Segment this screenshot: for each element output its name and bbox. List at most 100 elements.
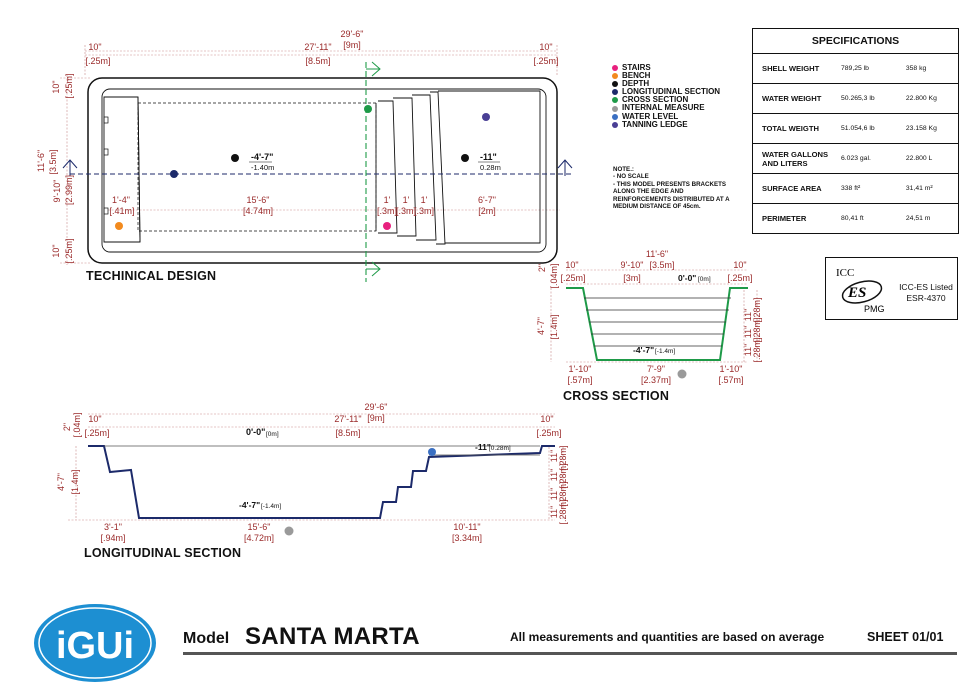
bench-dot-icon xyxy=(612,73,618,80)
svg-text:15'-6": 15'-6" xyxy=(247,195,270,205)
bench-marker xyxy=(115,222,123,230)
sheet-number: SHEET 01/01 xyxy=(867,630,944,644)
svg-text:[3.5m]: [3.5m] xyxy=(48,149,58,174)
svg-text:15'-6": 15'-6" xyxy=(248,522,271,532)
svg-text:4'-7": 4'-7" xyxy=(56,473,66,491)
legend-item-depth: DEPTH xyxy=(612,80,720,88)
svg-text:[9m]: [9m] xyxy=(343,40,361,50)
dim-total: 29'-6" xyxy=(341,29,364,39)
svg-text:11": 11" xyxy=(549,506,559,519)
svg-text:[0m]: [0m] xyxy=(698,276,711,283)
svg-text:2": 2" xyxy=(62,423,72,431)
svg-text:-11": -11" xyxy=(480,152,497,162)
stairs-dot-icon xyxy=(612,65,618,72)
svg-text:10": 10" xyxy=(88,42,101,52)
svg-text:10": 10" xyxy=(51,244,61,257)
svg-text:[9m]: [9m] xyxy=(367,413,385,423)
ledge-marker xyxy=(482,113,490,121)
svg-text:-4'-7": -4'-7" xyxy=(251,152,273,162)
svg-text:1'-4": 1'-4" xyxy=(112,195,130,205)
svg-text:[.94m]: [.94m] xyxy=(100,533,125,543)
depth-marker-shallow xyxy=(461,154,469,162)
svg-text:10": 10" xyxy=(540,414,553,424)
svg-text:[.25m]: [.25m] xyxy=(64,73,74,98)
model-name: SANTA MARTA xyxy=(245,623,420,650)
top-view: 29'-6" [9m] 10" [.25m] 27'-11" [8.5m] 10… xyxy=(36,29,573,283)
svg-text:0.28m: 0.28m xyxy=(480,163,501,172)
svg-text:1': 1' xyxy=(421,195,428,205)
svg-text:[.28m]: [.28m] xyxy=(752,317,762,342)
note: NOTE.: - NO SCALE - THIS MODEL PRESENTS … xyxy=(613,166,730,211)
svg-text:1': 1' xyxy=(403,195,410,205)
stairs-marker xyxy=(383,222,391,230)
legend-item-internal: INTERNAL MEASURE xyxy=(612,104,720,112)
svg-text:[.3m]: [.3m] xyxy=(377,206,397,216)
svg-text:iGUi: iGUi xyxy=(56,625,134,667)
svg-text:7'-9": 7'-9" xyxy=(647,364,665,374)
svg-text:[.25m]: [.25m] xyxy=(533,56,558,66)
legend: STAIRS BENCH DEPTH LONGITUDINAL SECTION … xyxy=(612,63,720,129)
legend-item-bench: BENCH xyxy=(612,71,720,80)
longitudinal-marker xyxy=(170,170,178,178)
svg-text:[.3m]: [.3m] xyxy=(396,206,416,216)
svg-text:[0m]: [0m] xyxy=(266,431,279,438)
design-title: TECHINICAL DESIGN xyxy=(86,269,216,283)
svg-text:[.28m]: [.28m] xyxy=(558,499,568,524)
svg-text:29'-6": 29'-6" xyxy=(365,402,388,412)
svg-text:10": 10" xyxy=(733,260,746,270)
depth-dot-icon xyxy=(612,81,618,88)
svg-text:-4'-7": -4'-7" xyxy=(633,345,654,355)
svg-text:[.25m]: [.25m] xyxy=(85,56,110,66)
svg-text:11": 11" xyxy=(743,344,753,357)
svg-text:[.25m]: [.25m] xyxy=(560,273,585,283)
average-note: All measurements and quantities are base… xyxy=(510,630,825,644)
svg-text:[1.4m]: [1.4m] xyxy=(70,469,80,494)
cross-title: CROSS SECTION xyxy=(563,389,669,403)
icc-es-badge: ICC ES PMG ICC-ES Listed ESR-4370 xyxy=(825,257,958,320)
svg-text:11": 11" xyxy=(743,309,753,322)
svg-text:[.28m]: [.28m] xyxy=(752,297,762,322)
svg-text:27'-11": 27'-11" xyxy=(304,42,331,52)
svg-text:[3m]: [3m] xyxy=(623,273,641,283)
longitudinal-section: 29'-6" [9m] 10" [.25m] 27'-11" [8.5m] 10… xyxy=(56,402,568,560)
longitudinal-dot-icon xyxy=(612,89,618,96)
svg-text:ES: ES xyxy=(847,285,866,301)
svg-text:[4.72m]: [4.72m] xyxy=(244,533,274,543)
internal-dot-icon xyxy=(612,105,618,112)
svg-text:[.25m]: [.25m] xyxy=(84,428,109,438)
model-label: Model xyxy=(183,630,230,647)
svg-text:[.04m]: [.04m] xyxy=(549,263,559,288)
svg-text:0'-0": 0'-0" xyxy=(246,427,265,437)
svg-text:[.25m]: [.25m] xyxy=(536,428,561,438)
svg-text:10'-11": 10'-11" xyxy=(453,522,480,532)
svg-text:-11": -11" xyxy=(475,442,491,452)
svg-text:[.28m]: [.28m] xyxy=(558,481,568,506)
water-level-marker xyxy=(428,448,436,456)
svg-text:0'-0": 0'-0" xyxy=(678,273,696,283)
legend-item-water: WATER LEVEL xyxy=(612,112,720,121)
svg-text:[.41m]: [.41m] xyxy=(109,206,134,216)
igui-logo: iGUi xyxy=(34,604,156,682)
svg-text:[.3m]: [.3m] xyxy=(414,206,434,216)
legend-item-ledge: TANNING LEDGE xyxy=(612,120,720,129)
svg-text:[.57m]: [.57m] xyxy=(567,375,592,385)
svg-text:11": 11" xyxy=(549,469,559,482)
svg-text:11": 11" xyxy=(549,488,559,501)
svg-text:11'-6": 11'-6" xyxy=(36,150,46,172)
svg-text:3'-1": 3'-1" xyxy=(104,522,122,532)
cross-marker xyxy=(364,105,372,113)
svg-text:9'-10": 9'-10" xyxy=(52,180,62,203)
svg-text:[.25m]: [.25m] xyxy=(64,238,74,263)
svg-text:[2.99m]: [2.99m] xyxy=(64,175,74,205)
water-dot-icon xyxy=(612,113,618,120)
depth-marker-deep xyxy=(231,154,239,162)
svg-text:[3.5m]: [3.5m] xyxy=(649,260,674,270)
svg-text:6'-7": 6'-7" xyxy=(478,195,496,205)
svg-text:11'-6": 11'-6" xyxy=(646,249,668,259)
svg-text:9'-10": 9'-10" xyxy=(621,260,644,270)
